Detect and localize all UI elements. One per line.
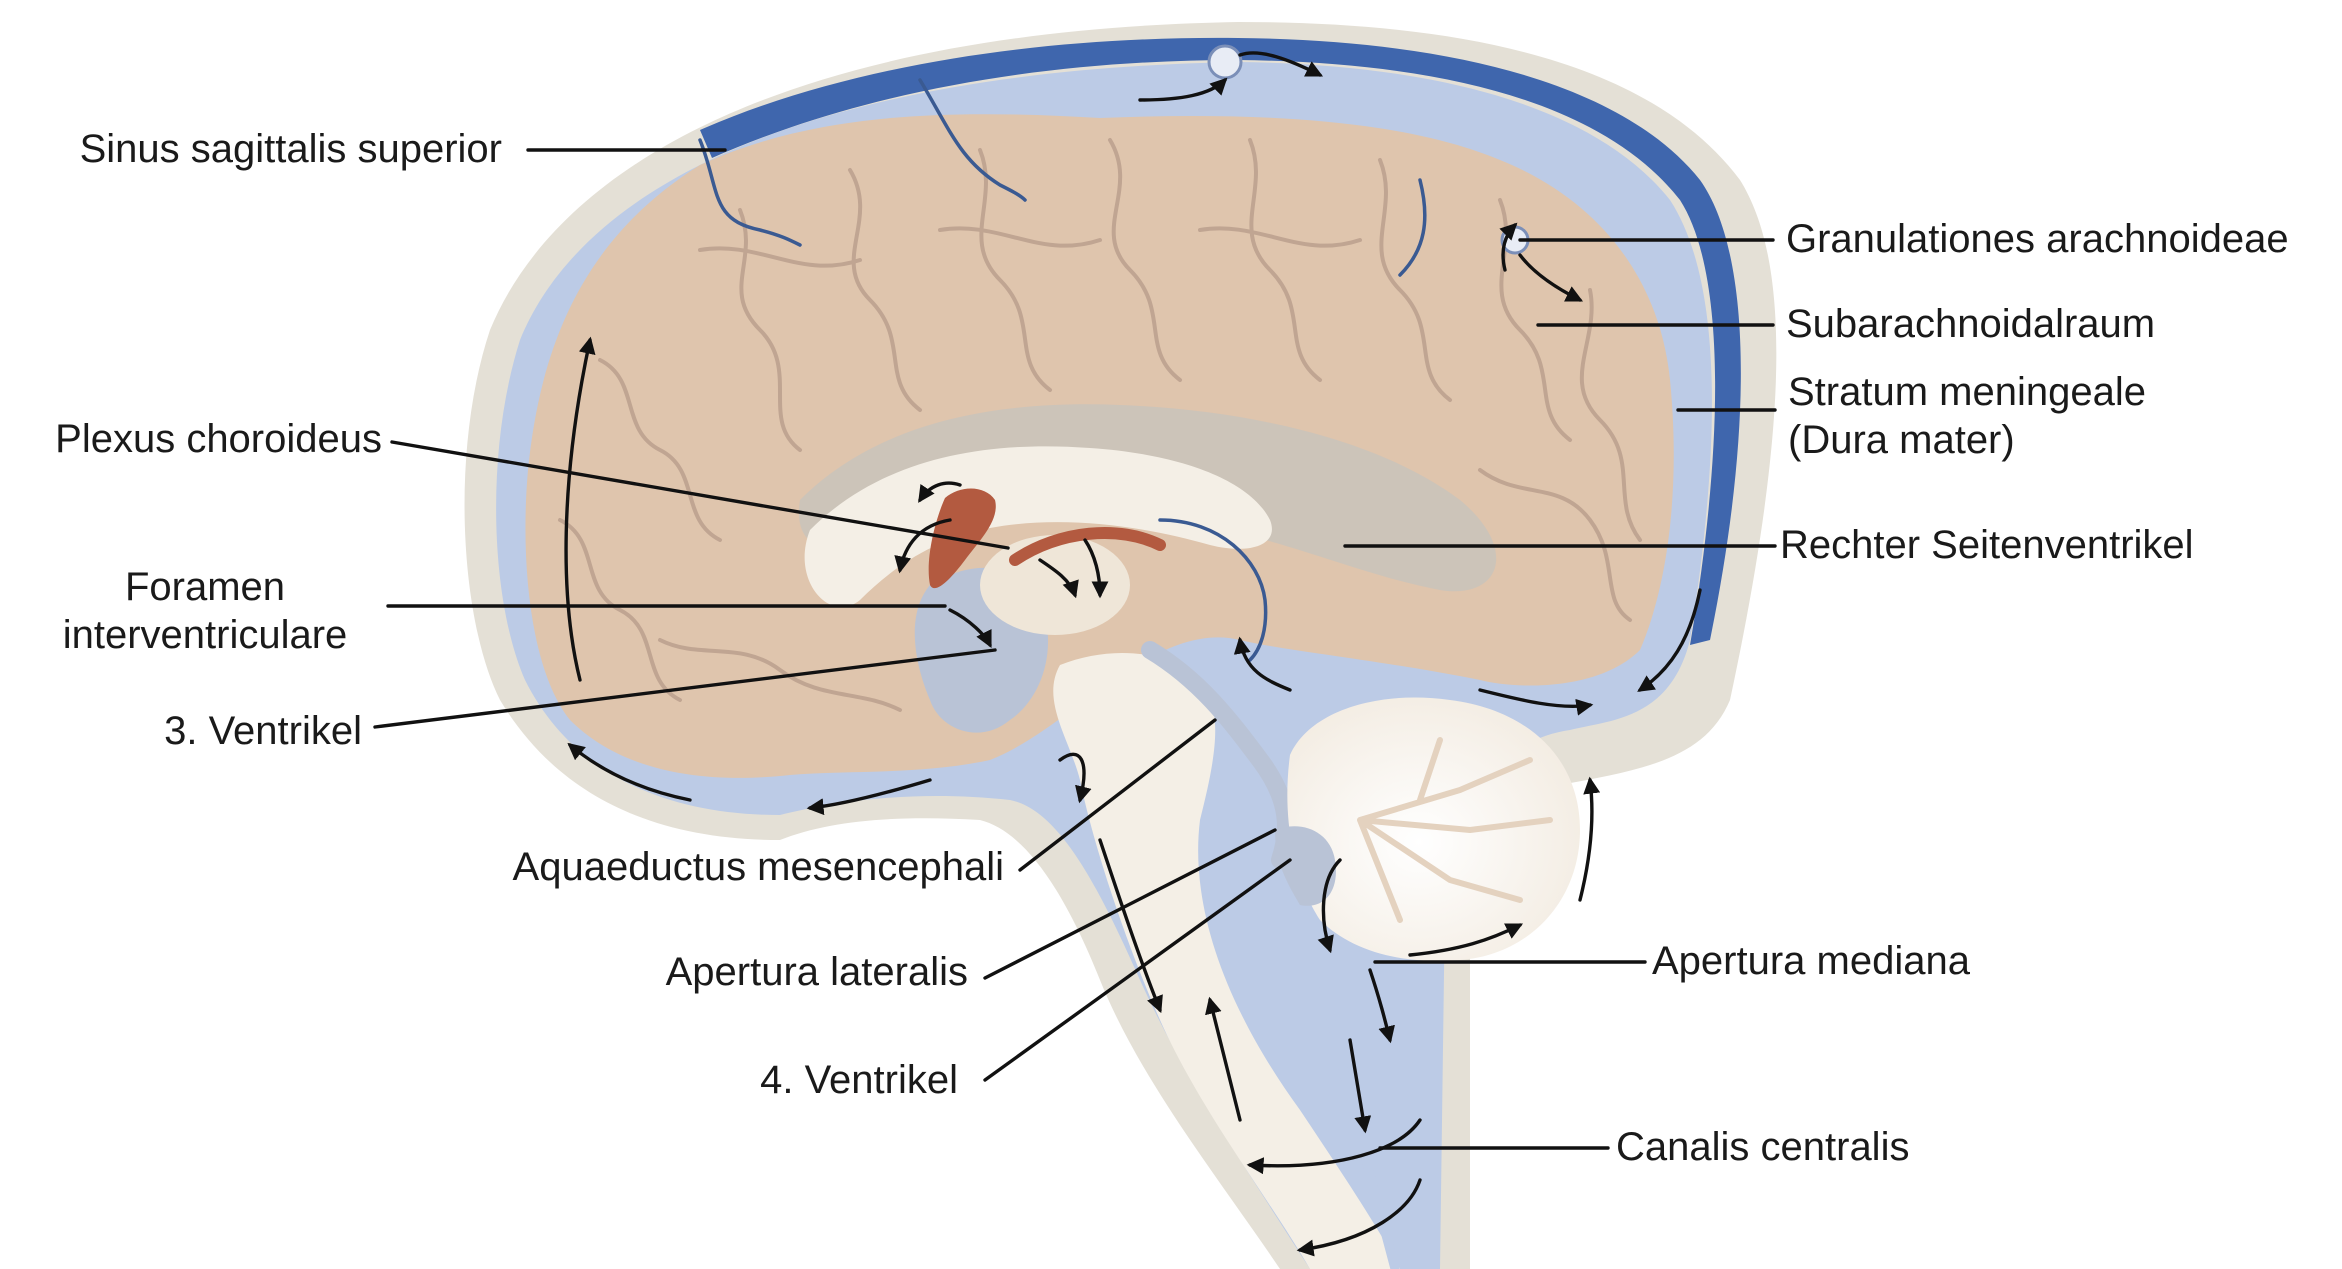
leader-lines: [373, 148, 1777, 1150]
brainstem: [1053, 653, 1400, 1269]
cortical-veins: [698, 78, 1427, 662]
label-apertura-mediana: Apertura mediana: [1652, 939, 1971, 983]
cerebellum-arbor: [1357, 737, 1553, 923]
label-foramen-line1: Foramen: [125, 565, 285, 609]
arachnoid-granulation-top: [1207, 44, 1243, 80]
label-sinus-sagittalis: Sinus sagittalis superior: [80, 127, 502, 171]
labels-right: Granulationes arachnoideae Subarachnoida…: [1616, 217, 2289, 1169]
csf-flow-arrows: [564, 51, 1702, 1257]
gyri-folds: [558, 138, 1642, 712]
label-rechter-seitenventrikel: Rechter Seitenventrikel: [1780, 523, 2194, 567]
thalamus: [980, 535, 1130, 635]
leader-ventrikel4: [983, 858, 1292, 1082]
leader-aquaeductus: [1018, 718, 1217, 872]
leader-plexus-choroideus: [390, 440, 1010, 550]
anatomy-artwork: [464, 22, 1777, 1269]
labels-left: Sinus sagittalis superior Plexus choroid…: [55, 127, 1004, 1102]
label-plexus-choroideus: Plexus choroideus: [55, 417, 382, 461]
choroid-plexus-strand: [1009, 527, 1166, 566]
label-subarachnoidalraum: Subarachnoidalraum: [1786, 302, 2155, 346]
label-ventrikel3: 3. Ventrikel: [164, 709, 362, 753]
label-apertura-lateralis: Apertura lateralis: [666, 950, 968, 994]
fourth-ventricle: [1275, 826, 1336, 906]
label-stratum-line2: (Dura mater): [1788, 418, 2015, 462]
label-canalis-centralis: Canalis centralis: [1616, 1125, 1909, 1169]
label-stratum-line1: Stratum meningeale: [1788, 370, 2146, 414]
label-foramen-line2: interventriculare: [63, 613, 348, 657]
label-aquaeductus: Aquaeductus mesencephali: [513, 845, 1004, 889]
superior-sagittal-sinus: [700, 37, 1741, 645]
choroid-plexus: [928, 488, 996, 589]
label-granulationes: Granulationes arachnoideae: [1786, 217, 2289, 261]
leader-ventrikel3: [373, 648, 997, 729]
central-canal: [1300, 875, 1400, 1269]
leader-apertura-lateralis: [983, 828, 1277, 980]
label-ventrikel4: 4. Ventrikel: [760, 1058, 958, 1102]
